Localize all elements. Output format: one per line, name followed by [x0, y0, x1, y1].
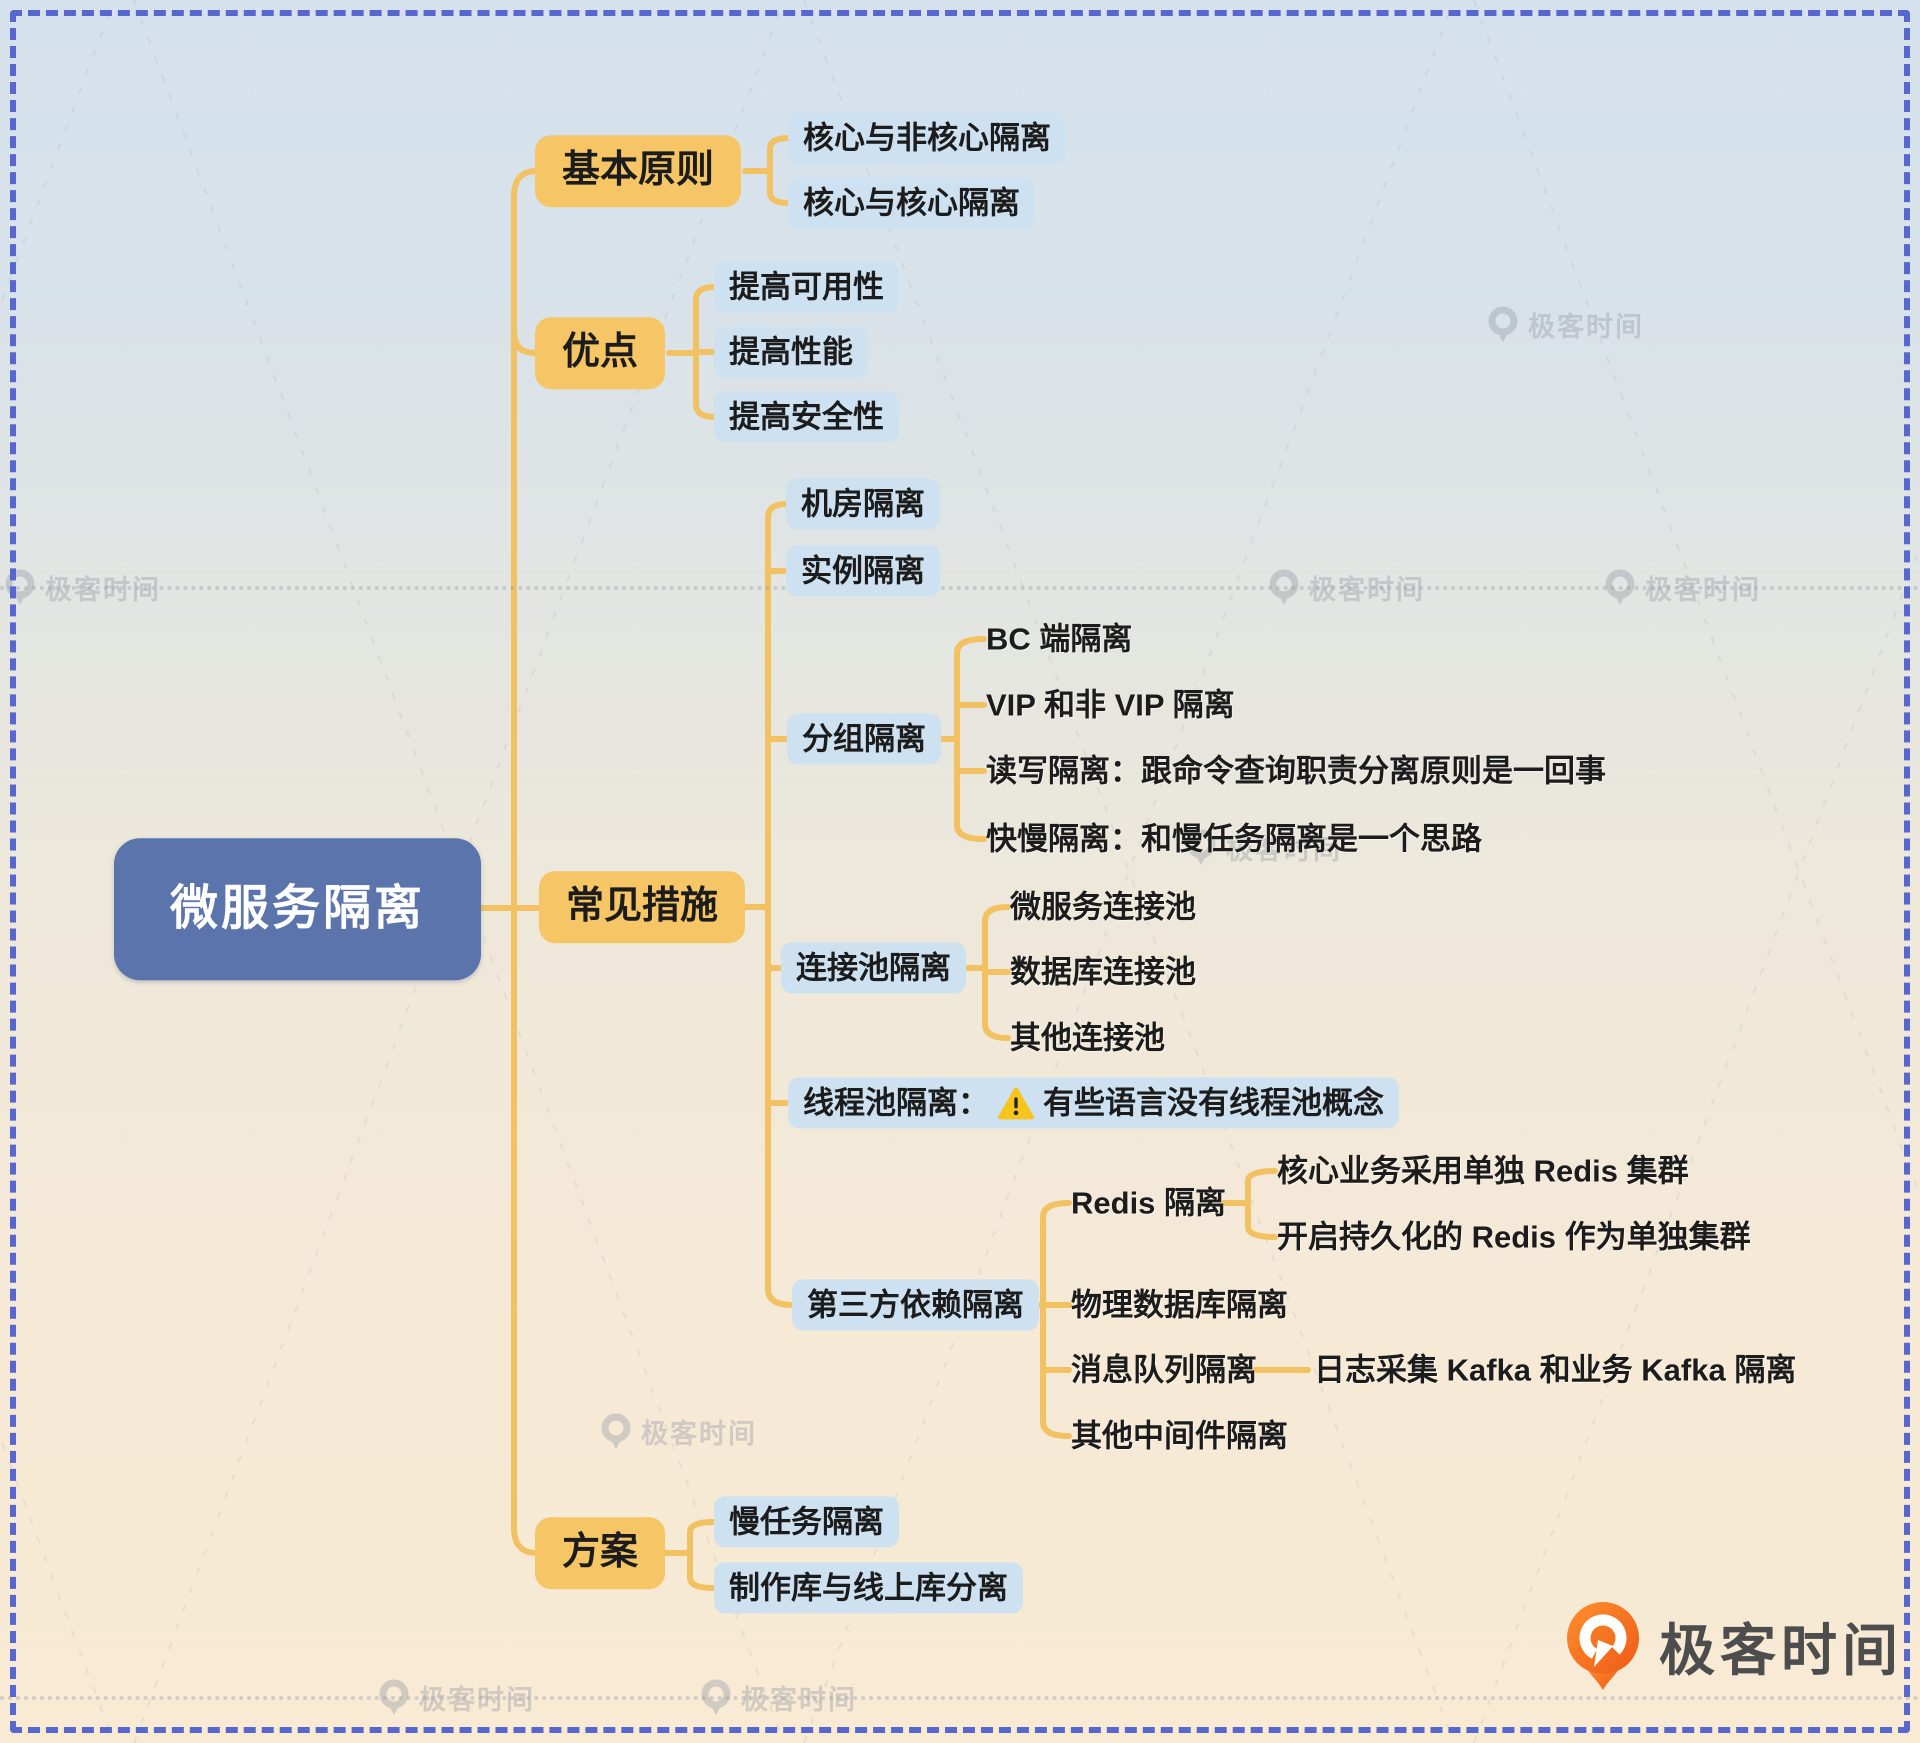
- node-log-kafka-business-kafka-isolation[interactable]: 日志采集 Kafka 和业务 Kafka 隔离: [1314, 1352, 1797, 1388]
- node-root-microservice-isolation[interactable]: 微服务隔离: [114, 838, 482, 980]
- node-redis-isolation[interactable]: Redis 隔离: [1071, 1185, 1227, 1221]
- node-improve-security[interactable]: 提高安全性: [714, 391, 899, 443]
- brand-text: 极客时间: [1659, 1618, 1903, 1682]
- node-slow-task-isolation[interactable]: 慢任务隔离: [714, 1496, 899, 1548]
- node-core-vs-noncore-isolation[interactable]: 核心与非核心隔离: [788, 112, 1066, 164]
- node-thirdparty-dependency-isolation[interactable]: 第三方依赖隔离: [792, 1279, 1039, 1331]
- node-common-measures[interactable]: 常见措施: [539, 871, 746, 943]
- thread-pool-label: 线程池隔离：: [803, 1085, 989, 1121]
- geektime-logo: [1567, 1602, 1639, 1690]
- node-solutions[interactable]: 方案: [535, 1517, 666, 1589]
- node-production-online-db-separation[interactable]: 制作库与线上库分离: [714, 1562, 1023, 1614]
- node-advantages[interactable]: 优点: [535, 317, 666, 389]
- branch-connectors: [477, 135, 1311, 1591]
- node-other-middleware-isolation[interactable]: 其他中间件隔离: [1071, 1418, 1288, 1454]
- node-fast-slow-isolation[interactable]: 快慢隔离：和慢任务隔离是一个思路: [986, 821, 1482, 857]
- node-other-connection-pool[interactable]: 其他连接池: [1010, 1020, 1165, 1056]
- node-persistent-redis-cluster[interactable]: 开启持久化的 Redis 作为单独集群: [1277, 1219, 1751, 1255]
- node-database-connection-pool[interactable]: 数据库连接池: [1010, 954, 1196, 990]
- thread-pool-note: 有些语言没有线程池概念: [1043, 1085, 1384, 1121]
- node-instance-isolation[interactable]: 实例隔离: [786, 545, 940, 597]
- node-core-vs-core-isolation[interactable]: 核心与核心隔离: [788, 177, 1035, 229]
- node-datacenter-isolation[interactable]: 机房隔离: [786, 478, 940, 530]
- node-message-queue-isolation[interactable]: 消息队列隔离: [1071, 1352, 1257, 1388]
- node-connection-pool-isolation[interactable]: 连接池隔离: [781, 942, 966, 994]
- node-thread-pool-isolation[interactable]: 线程池隔离： 有些语言没有线程池概念: [788, 1077, 1399, 1129]
- node-core-business-redis-cluster[interactable]: 核心业务采用单独 Redis 集群: [1277, 1153, 1689, 1189]
- warning-icon: [998, 1087, 1034, 1119]
- node-microservice-connection-pool[interactable]: 微服务连接池: [1010, 889, 1196, 925]
- node-bc-side-isolation[interactable]: BC 端隔离: [986, 621, 1133, 657]
- node-vip-isolation[interactable]: VIP 和非 VIP 隔离: [986, 687, 1235, 723]
- node-basic-principles[interactable]: 基本原则: [535, 135, 742, 207]
- geektime-brand: 极客时间: [1563, 1600, 1903, 1692]
- node-read-write-isolation[interactable]: 读写隔离：跟命令查询职责分离原则是一回事: [986, 753, 1606, 789]
- node-improve-performance[interactable]: 提高性能: [714, 326, 868, 378]
- node-improve-availability[interactable]: 提高可用性: [714, 261, 899, 313]
- node-physical-database-isolation[interactable]: 物理数据库隔离: [1071, 1287, 1288, 1323]
- node-group-isolation[interactable]: 分组隔离: [787, 713, 941, 765]
